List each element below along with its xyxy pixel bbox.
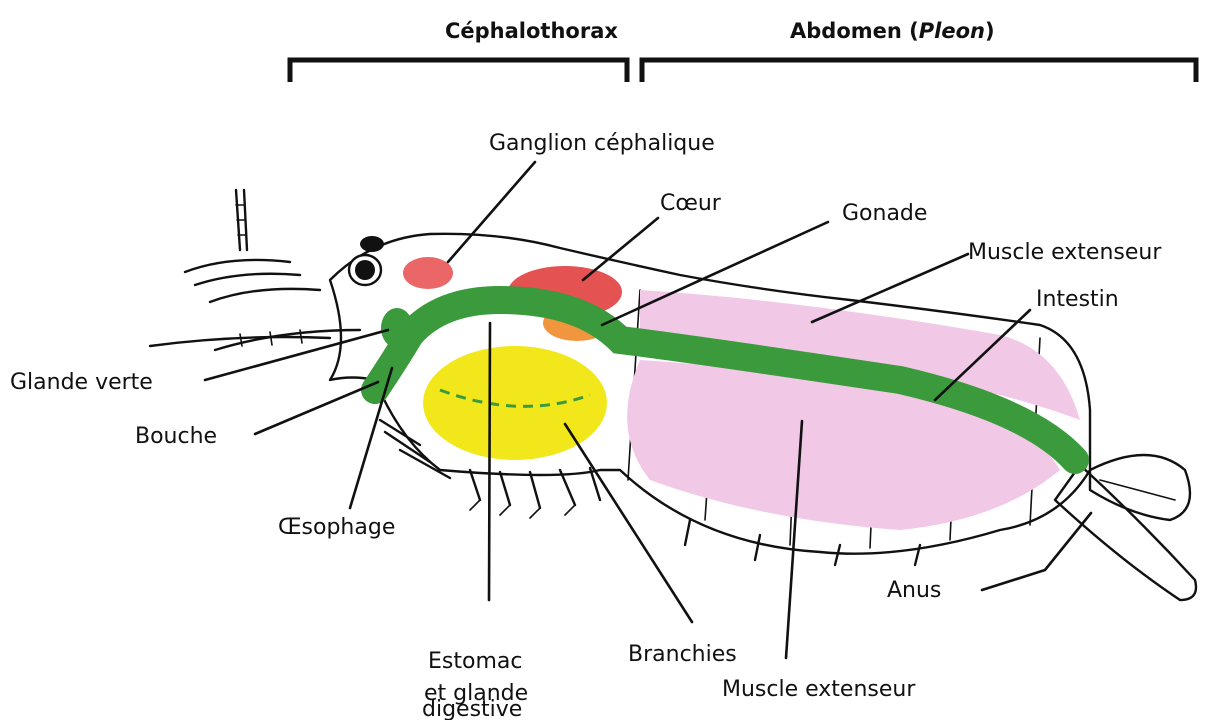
leader-anus xyxy=(982,513,1091,590)
glande-verte-organ xyxy=(381,308,413,348)
leader-ganglion xyxy=(448,162,535,262)
label-anus: Anus xyxy=(887,578,941,603)
label-oesophage: Œsophage xyxy=(278,515,395,540)
cephalothorax-bracket xyxy=(290,60,627,82)
label-bouche: Bouche xyxy=(135,424,217,449)
eye xyxy=(349,236,384,285)
estomac-organ xyxy=(423,346,607,460)
header-cephalothorax: Céphalothorax xyxy=(445,19,618,43)
leader-coeur xyxy=(583,218,658,280)
label-muscle-top: Muscle extenseur xyxy=(968,240,1162,265)
label-ganglion: Ganglion céphalique xyxy=(489,131,715,156)
label-coeur: Cœur xyxy=(660,191,722,216)
label-muscle-bottom: Muscle extenseur xyxy=(722,677,916,702)
antennae xyxy=(150,190,360,350)
ganglion-organ xyxy=(403,257,453,289)
label-glande-verte: Glande verte xyxy=(10,370,153,395)
leader-estomac xyxy=(489,323,490,600)
label-gonade: Gonade xyxy=(842,201,927,226)
label-branchies: Branchies xyxy=(628,642,737,667)
abdomen-bracket xyxy=(642,60,1196,82)
label-estomac-line1: Estomac xyxy=(428,649,522,674)
label-intestin: Intestin xyxy=(1036,287,1119,312)
leader-bouche xyxy=(255,382,378,434)
label-estomac-line3: digestive xyxy=(422,697,522,720)
header-abdomen: Abdomen (Pleon) xyxy=(790,19,995,43)
